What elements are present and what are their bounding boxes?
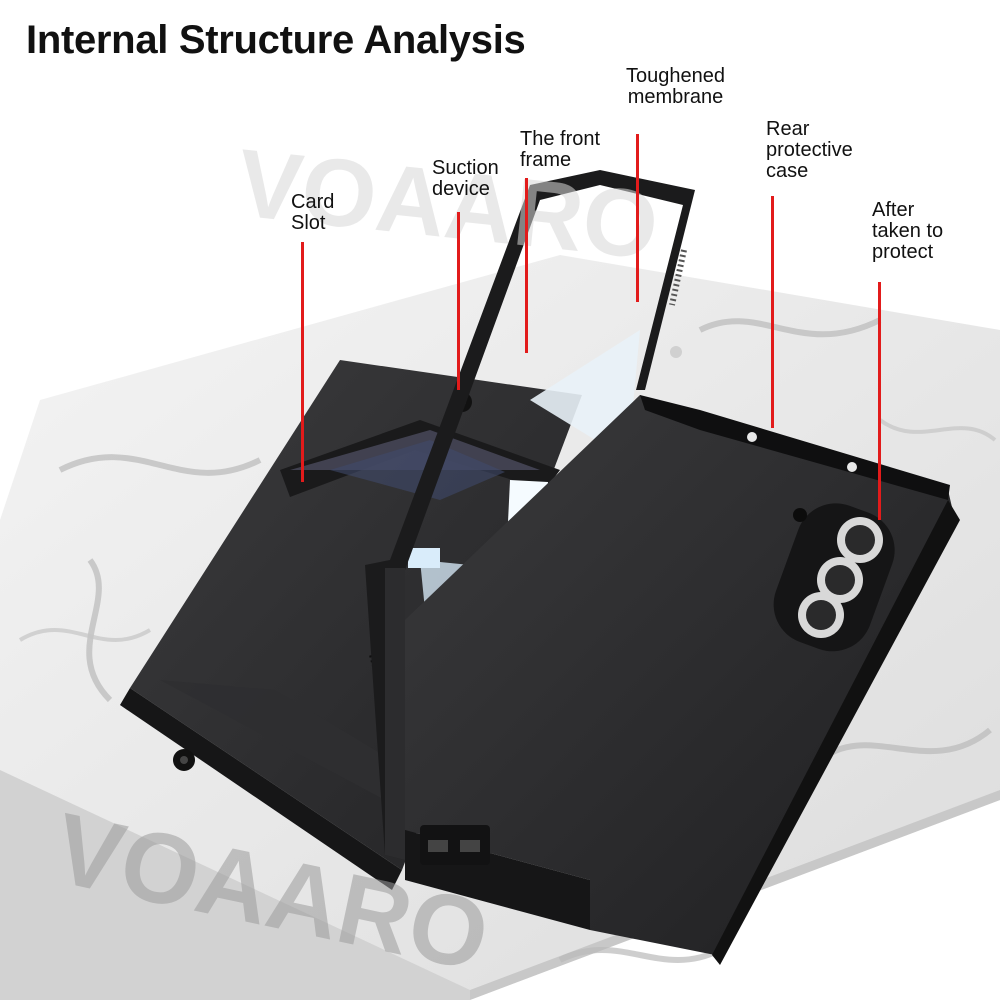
callout-line: Rear — [766, 118, 810, 140]
leader-line-after-taken-to-protect — [878, 282, 881, 520]
callout-front-frame: The front frame — [520, 129, 600, 171]
callout-rear-protective-case: Rear protective case — [766, 119, 853, 182]
callout-card-slot: Card Slot — [291, 192, 334, 234]
callout-line: Card — [291, 191, 335, 213]
callout-line: Toughened — [626, 65, 725, 87]
callout-line: case — [766, 160, 809, 182]
callout-suction-device: Suction device — [432, 158, 499, 200]
rear-protective-case — [405, 395, 960, 965]
callout-line: After — [872, 199, 915, 221]
callout-toughened-membrane: Toughened membrane — [626, 66, 725, 108]
leader-line-rear-protective-case — [771, 196, 774, 428]
folio-left-cover — [120, 360, 582, 890]
callout-line: protective — [766, 139, 853, 161]
leader-line-suction-device — [457, 212, 460, 390]
callout-line: protect — [872, 241, 934, 263]
callout-line: frame — [520, 149, 572, 171]
front-frame — [365, 170, 695, 860]
callout-line: taken to — [872, 220, 944, 242]
leader-line-card-slot — [301, 242, 304, 482]
callout-line: membrane — [627, 86, 724, 108]
callout-line: Slot — [291, 212, 326, 234]
callout-line: The front — [520, 128, 601, 150]
page-title: Internal Structure Analysis — [26, 18, 526, 62]
leader-line-front-frame — [525, 178, 528, 353]
leader-line-toughened-membrane — [636, 134, 639, 302]
callout-after-taken-to-protect: After taken to protect — [872, 200, 943, 263]
camera-module — [773, 503, 895, 652]
card-slot-pocket — [280, 420, 560, 500]
callout-line: device — [432, 178, 490, 200]
callout-line: Suction — [432, 157, 499, 179]
